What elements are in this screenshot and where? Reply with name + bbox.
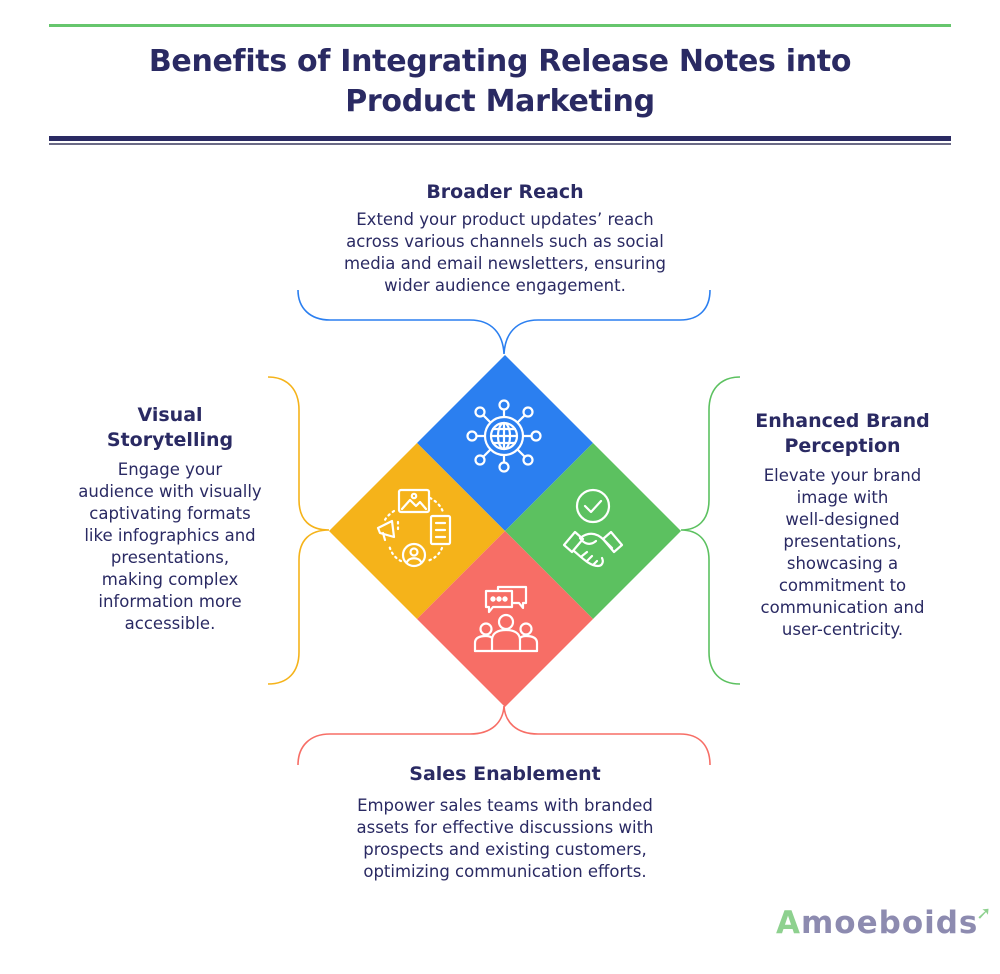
handshake-check-icon [562, 488, 624, 568]
benefit-heading: Broader Reach [426, 181, 584, 203]
bracket-bottom [297, 705, 711, 766]
description-line: prospects and existing customers, [363, 840, 647, 859]
description-line: showcasing a [786, 554, 899, 573]
benefit-sales-enablement: Sales Enablement Empower sales teams wit… [300, 762, 710, 883]
description-line: communication and [760, 598, 925, 617]
description-line: well-designed [785, 510, 900, 529]
description-line: presentations, [783, 532, 902, 551]
description-line: Elevate your brand [763, 466, 922, 485]
page-title: Benefits of Integrating Release Notes in… [0, 42, 1000, 122]
heading-line: Visual [137, 404, 203, 426]
benefit-broader-reach: Broader Reach Extend your product update… [300, 180, 710, 297]
page-title-line-1: Benefits of Integrating Release Notes in… [148, 44, 852, 79]
logo-first-letter: A [776, 905, 801, 941]
benefit-description: Empower sales teams with branded assets … [300, 795, 710, 883]
page-title-line-2: Product Marketing [345, 84, 655, 119]
description-line: like infographics and [84, 526, 256, 545]
bracket-left [267, 376, 330, 685]
description-line: Engage your [117, 460, 223, 479]
bracket-right [680, 376, 741, 685]
description-line: optimizing communication efforts. [363, 862, 647, 881]
description-line: commitment to [778, 576, 907, 595]
description-line: audience with visually [78, 482, 262, 501]
description-line: information more [98, 592, 242, 611]
benefit-enhanced-brand-perception: Enhanced Brand Perception Elevate your b… [740, 409, 945, 641]
heading-line: Perception [784, 435, 901, 457]
description-line: across various channels such as social [346, 232, 664, 251]
description-line: Empower sales teams with branded [357, 796, 653, 815]
description-line: presentations, [110, 548, 230, 567]
description-line: wider audience engagement. [384, 276, 626, 295]
description-line: image with [796, 488, 889, 507]
content-cycle-icon [376, 488, 452, 568]
description-line: media and email newsletters, ensuring [343, 254, 667, 273]
benefit-description: Engage your audience with visually capti… [55, 459, 285, 635]
benefit-heading: Visual Storytelling [55, 403, 285, 453]
description-line: user-centricity. [781, 620, 904, 639]
description-line: accessible. [124, 614, 216, 633]
logo-arrow-icon: ➚ [976, 903, 993, 924]
heading-line: Enhanced Brand [755, 410, 930, 432]
benefit-description: Elevate your brand image with well-desig… [740, 465, 945, 641]
globe-network-icon [466, 399, 542, 473]
top-accent-line [49, 24, 951, 27]
description-line: captivating formats [89, 504, 251, 523]
heading-line: Storytelling [106, 429, 234, 451]
benefit-heading: Sales Enablement [409, 763, 601, 785]
title-divider-thin [49, 143, 951, 145]
description-line: making complex [101, 570, 239, 589]
benefit-heading: Enhanced Brand Perception [740, 409, 945, 459]
benefit-description: Extend your product updates’ reach acros… [300, 209, 710, 297]
quadrant-sales-enablement [417, 531, 593, 707]
logo-wordmark: moeboids [801, 905, 979, 941]
bracket-top [297, 289, 711, 355]
description-line: Extend your product updates’ reach [356, 210, 654, 229]
amoeboids-logo: Amoeboids ➚ [776, 903, 991, 945]
team-chat-icon [473, 585, 539, 653]
description-line: assets for effective discussions with [356, 818, 654, 837]
title-divider-thick [49, 136, 951, 141]
benefit-visual-storytelling: Visual Storytelling Engage your audience… [55, 403, 285, 635]
